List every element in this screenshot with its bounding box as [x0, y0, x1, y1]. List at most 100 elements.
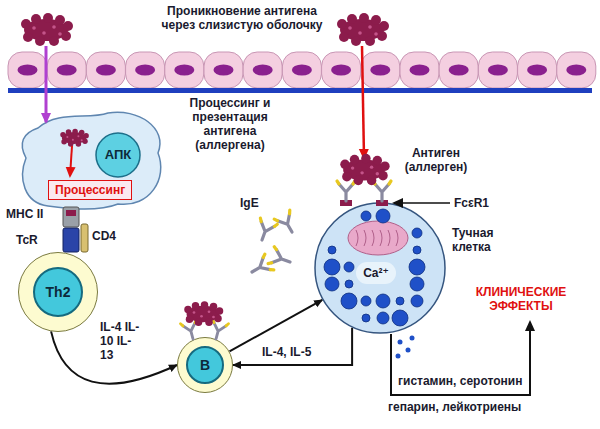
antigen-body [24, 19, 68, 41]
basement-membrane [8, 88, 592, 93]
epithelial-cell [282, 52, 321, 88]
antigen-lobe [55, 15, 65, 25]
cell-node: Th2 [18, 252, 98, 332]
antigen-dot [360, 171, 363, 174]
part-label: гепарин, лейкотриены [388, 400, 548, 414]
chromatin-stroke [380, 230, 382, 246]
fce-receptor [376, 200, 388, 206]
cell-nucleus [174, 65, 194, 76]
granule [341, 293, 357, 309]
chromatin-stroke [388, 230, 390, 246]
ige-antibody [181, 320, 201, 342]
antigen-lobe [186, 316, 194, 324]
connector-arrow [233, 328, 352, 365]
antibody-stem [277, 214, 298, 236]
cell-node: B [177, 337, 233, 393]
antigen-lobe [216, 307, 224, 315]
released-granule [406, 348, 411, 353]
antigen-lobe [340, 160, 350, 170]
antigen-lobe [61, 139, 67, 145]
mast-nucleus [348, 221, 408, 255]
antigen-lobe [350, 155, 360, 165]
antigen-lobe [83, 133, 89, 139]
node-text: Процессинг [49, 181, 131, 199]
epithelial-cell [126, 52, 165, 88]
granule [409, 259, 425, 275]
antigen-dot [42, 31, 46, 35]
antigen-lobe [49, 36, 59, 46]
antigen-lobe [373, 156, 383, 166]
antigen-body [62, 132, 86, 144]
antibody-tip [337, 181, 355, 184]
process-box: Процессинг [48, 180, 132, 200]
granule [410, 277, 424, 291]
antigen-dot [66, 136, 68, 138]
chromatin-stroke [364, 230, 366, 246]
cell-nucleus [292, 65, 312, 76]
epithelial-cell [243, 52, 282, 88]
antibody-tip [373, 181, 391, 184]
part-label: Проникновение антигена через слизистую о… [150, 4, 334, 32]
ige-antibody [254, 218, 278, 243]
cell-nucleus [18, 65, 38, 76]
node-text: B [186, 346, 224, 384]
granule [376, 209, 390, 223]
granule [396, 297, 404, 305]
antigen-lobe [43, 13, 53, 23]
connector-arrow [229, 300, 322, 351]
antigen-lobe [210, 303, 218, 311]
part-label: FcεR1 [454, 196, 504, 210]
chromatin-stroke [372, 230, 374, 246]
antigen-lobe [82, 139, 88, 145]
ige-antibody [248, 254, 274, 280]
antigen-lobe [66, 129, 72, 135]
ige-antibody [268, 247, 293, 271]
granule [377, 312, 389, 324]
antigen-lobe [72, 129, 78, 135]
antibody-stem [249, 257, 271, 278]
antigen-dot [368, 25, 372, 29]
entry-arrow [362, 46, 364, 158]
part-label: Процессинг и презентация антигена (аллер… [168, 96, 292, 152]
fce-receptor [340, 200, 352, 206]
apc-cell [22, 112, 161, 209]
antigen-dot [348, 26, 352, 30]
antigen-lobe [377, 31, 387, 41]
antigen-blob [21, 13, 73, 46]
mhc-receptor [63, 207, 79, 227]
cell-nucleus [449, 65, 469, 76]
antibody-stem [255, 222, 274, 243]
antigen-lobe [21, 19, 31, 29]
antigen-lobe [337, 19, 347, 29]
apc-nucleus [96, 133, 140, 177]
antigen-blob [337, 13, 389, 46]
node-text: Th2 [33, 267, 83, 317]
cell-node: АПКПроцессинг [18, 108, 168, 213]
antigen-lobe [205, 319, 213, 327]
epithelial-cell [322, 52, 361, 88]
granule [392, 310, 408, 326]
antigen-lobe [380, 161, 390, 171]
antigen-lobe [195, 319, 203, 327]
part-label: CD4 [92, 229, 132, 243]
epithelial-cell [8, 52, 47, 88]
granule [411, 295, 423, 307]
antigen-dot [374, 32, 378, 36]
ige-antibody [373, 181, 391, 201]
granule [376, 294, 390, 308]
granule [328, 246, 336, 254]
antigen-lobe [60, 132, 66, 138]
tcr-receptor [63, 228, 79, 252]
processing-arrow [70, 146, 72, 176]
granule [362, 314, 370, 322]
cell-nucleus [410, 65, 430, 76]
ige-antibody [274, 210, 300, 236]
antigen-lobe [214, 315, 222, 323]
cell-nucleus [331, 65, 351, 76]
antibody-stem [375, 184, 389, 201]
epithelial-cell [439, 52, 478, 88]
effect-label: КЛИНИЧЕСКИЕ ЭФФЕКТЫ [462, 285, 580, 313]
released-granule [398, 340, 403, 345]
antigen-blob [60, 129, 89, 147]
